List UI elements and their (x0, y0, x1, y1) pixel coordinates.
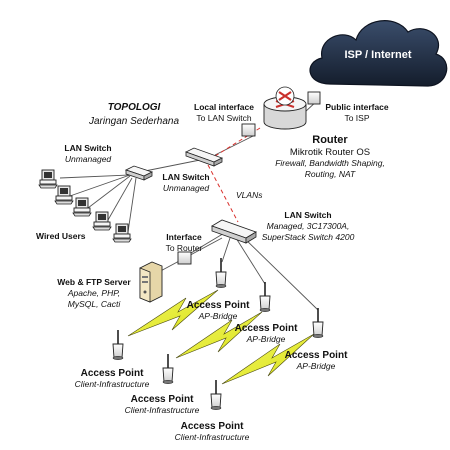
pc-icon (92, 211, 112, 231)
ap-bridge-2-sub: AP-Bridge (246, 334, 286, 344)
local-interface-title: Local interface (194, 102, 254, 112)
ap-client-2-sub: Client-Infrastructure (125, 405, 200, 415)
vlan-link (207, 164, 239, 223)
wired-users-label: Wired Users (36, 231, 86, 241)
server-title: Web & FTP Server (57, 277, 131, 287)
ap-bridge-icon (215, 257, 227, 289)
managed-switch-line1: Managed, 3C17300A, (267, 221, 350, 231)
ap-client-1-title: Access Point (81, 368, 144, 379)
managed-switch-icon (211, 219, 257, 244)
cloud-label: ISP / Internet (344, 49, 411, 61)
lan-switch-users-title: LAN Switch (64, 143, 111, 153)
ap-client-icon (210, 379, 222, 411)
router-interface-sub: To Router (166, 243, 203, 253)
public-interface-icon (307, 91, 321, 105)
router-model: Mikrotik Router OS (290, 147, 370, 158)
ap-client-3-sub: Client-Infrastructure (175, 432, 250, 442)
managed-switch-line2: SuperStack Switch 4200 (262, 232, 355, 242)
router-features-1: Firewall, Bandwidth Shaping, (275, 158, 385, 168)
server-icon (139, 261, 163, 303)
ap-bridge-icon (259, 281, 271, 313)
diagram-title: TOPOLOGI (108, 102, 161, 113)
pc-icon (72, 197, 92, 217)
pc-icon (112, 223, 132, 243)
public-interface-sub: To ISP (344, 113, 369, 123)
local-interface-sub: To LAN Switch (196, 113, 252, 123)
server-line1: Apache, PHP, (67, 288, 120, 298)
ap-client-icon (162, 353, 174, 385)
lan-switch-top-title: LAN Switch (162, 172, 209, 182)
diagram-subtitle: Jaringan Sederhana (88, 116, 180, 127)
router-interface-icon (177, 251, 192, 265)
lan-switch-users-sub: Unmanaged (65, 154, 112, 164)
server-line2: MySQL, Cacti (68, 299, 122, 309)
vlans-label: VLANs (236, 190, 263, 200)
ap-bridge-3-title: Access Point (285, 350, 348, 361)
lan-switch-users-icon (124, 165, 154, 181)
router-features-2: Routing, NAT (305, 169, 356, 179)
ap-bridge-1-title: Access Point (187, 300, 250, 311)
local-interface-icon (241, 123, 256, 137)
ap-bridge-icon (312, 307, 324, 339)
ap-client-icon (112, 329, 124, 361)
ap-client-3-title: Access Point (181, 421, 244, 432)
managed-switch-title: LAN Switch (284, 210, 331, 220)
router-interface-title: Interface (166, 232, 202, 242)
lan-switch-top-icon (184, 147, 224, 167)
pc-icon (38, 169, 58, 189)
lan-switch-top-sub: Unmanaged (163, 183, 210, 193)
ap-client-1-sub: Client-Infrastructure (75, 379, 150, 389)
ap-bridge-1-sub: AP-Bridge (198, 311, 238, 321)
public-interface-title: Public interface (325, 102, 389, 112)
router-top-icon (275, 86, 295, 106)
pc-icon (54, 185, 74, 205)
ap-bridge-3-sub: AP-Bridge (296, 361, 336, 371)
router-name: Router (312, 134, 348, 146)
ap-client-2-title: Access Point (131, 394, 194, 405)
ap-bridge-2-title: Access Point (235, 323, 298, 334)
isp-cloud-icon: ISP / Internet (309, 20, 448, 87)
